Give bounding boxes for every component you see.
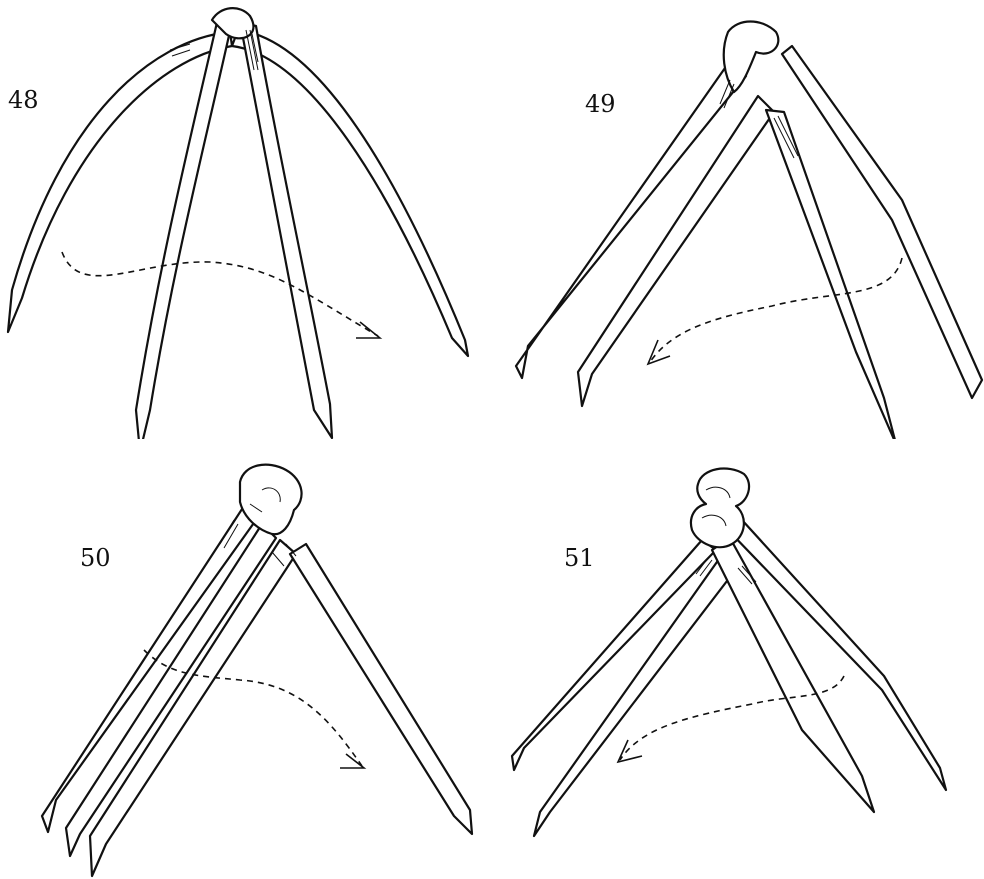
- step-illustration-51: [492, 440, 984, 879]
- ribbon-knot: [691, 469, 749, 548]
- step-panel-49: 49: [492, 0, 984, 439]
- step-illustration-49: [492, 0, 984, 439]
- ribbon-strand: [766, 110, 896, 439]
- ribbon-strand: [8, 32, 232, 332]
- step-illustration-48: [0, 0, 492, 439]
- step-panel-51: 51: [492, 440, 984, 879]
- ribbon-knot: [724, 22, 779, 93]
- ribbon-strand: [534, 552, 740, 836]
- ribbon-strand: [512, 540, 716, 770]
- step-illustration-50: [0, 440, 492, 879]
- ribbon-strand: [66, 524, 276, 856]
- ribbon-strand: [42, 506, 256, 832]
- arrowhead: [340, 754, 364, 768]
- ribbon-strand: [516, 58, 746, 378]
- step-panel-48: 48: [0, 0, 492, 439]
- ribbon-strand: [290, 544, 472, 834]
- movement-arrow: [62, 252, 378, 336]
- ribbon-strand: [232, 30, 468, 356]
- step-panel-50: 50: [0, 440, 492, 879]
